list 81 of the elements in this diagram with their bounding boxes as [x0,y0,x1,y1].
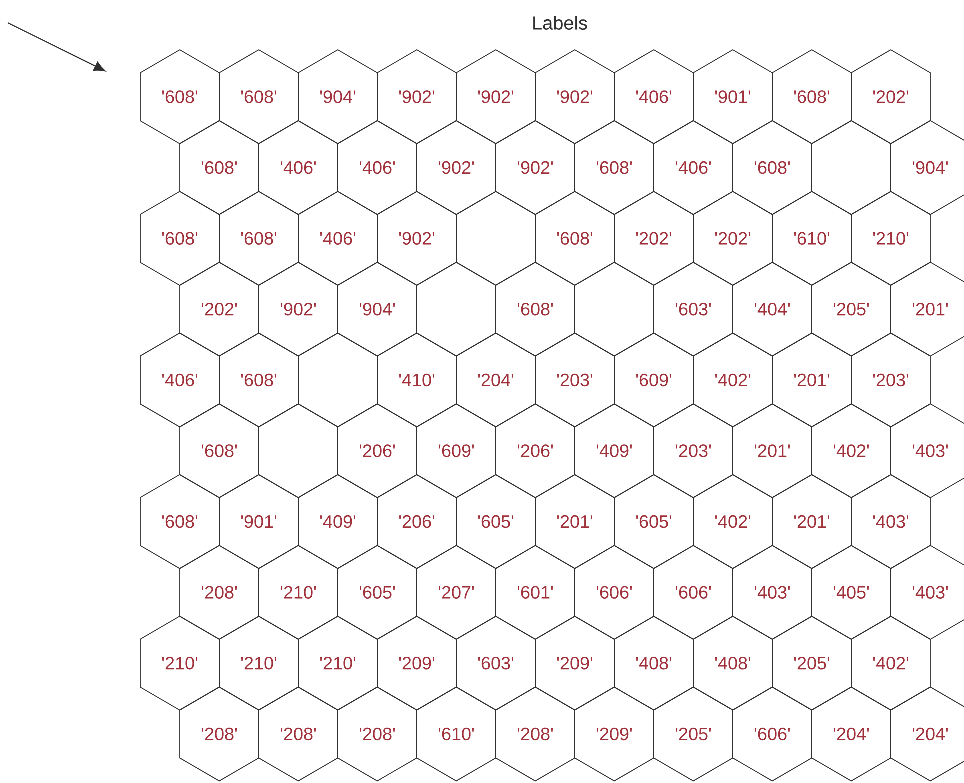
hexagon-cell: '406' [298,191,378,286]
hexagon-cell: '210' [298,616,378,711]
empty-hexagon-cell [812,120,892,216]
hexagon-cell: '204' [456,332,536,428]
hexagon-cell: '409' [298,474,378,570]
hexagon-cell: '406' [140,332,220,428]
hexagon-cell: '403' [851,474,931,570]
hexagon-cell: '902' [416,120,496,216]
hexagon-cell: '608' [140,191,220,286]
hexagon-cell: '902' [258,262,338,357]
hexagon-cell: '403' [890,545,964,640]
hexagon-cell: '403' [732,545,812,640]
hexagon-cell: '901' [219,474,299,570]
hexagon-cell: '406' [654,120,734,216]
hexagon-cell: '207' [416,545,496,640]
hexagon-cell: '904' [890,120,964,216]
empty-hexagon-cell [456,191,536,286]
hexagon-cell: '610' [416,686,496,782]
hexagon-cell: '402' [693,474,773,570]
hexagon-cell: '206' [377,474,457,570]
hexagon-cell: '205' [772,616,852,711]
hexagon-cell: '201' [890,262,964,357]
hexagon-cell: '201' [772,474,852,570]
hexagon-cell: '608' [496,262,576,357]
empty-hexagon-cell [298,332,378,428]
hexagon-cell: '904' [338,262,418,357]
hexagon-cell: '204' [890,686,964,782]
hexagon-cell: '404' [732,262,812,357]
hexagon-cell: '606' [574,545,654,640]
hexagon-cell: '208' [258,686,338,782]
hexagon-cell: '203' [851,332,931,428]
hexagon-cell: '608' [732,120,812,216]
hexagon-cell: '208' [180,686,260,782]
hexagon-cell: '605' [456,474,536,570]
hexagon-cell: '205' [654,686,734,782]
hexagon-cell: '408' [614,616,694,711]
hexagon-cell: '210' [140,616,220,711]
hexagon-cell: '608' [535,191,615,286]
hexagon-cell: '204' [812,686,892,782]
hexagon-cell: '406' [338,120,418,216]
hexagon-cell: '608' [180,120,260,216]
hexagon-cell: '606' [654,545,734,640]
hexagon-cell: '610' [772,191,852,286]
hexagon-cell: '210' [219,616,299,711]
hexagon-cell: '406' [258,120,338,216]
hexagon-cell: '605' [338,545,418,640]
hexagon-cell: '202' [693,191,773,286]
hexagon-cell: '606' [732,686,812,782]
hexagon-cell: '202' [180,262,260,357]
hexagon-cell: '603' [456,616,536,711]
hexagon-cell: '209' [574,686,654,782]
hexagon-cell: '208' [338,686,418,782]
hexagon-cell: '405' [812,545,892,640]
hexagon-cell: '608' [219,332,299,428]
hexagon-cell: '201' [535,474,615,570]
hexagon-cell: '203' [535,332,615,428]
hexagon-cell: '902' [377,191,457,286]
hexagon-cell: '605' [614,474,694,570]
hexagon-cell: '202' [614,191,694,286]
hexagon-cell: '608' [219,191,299,286]
hexagon-cell: '205' [812,262,892,357]
hexagon-cell: '208' [496,686,576,782]
empty-hexagon-cell [416,262,496,357]
hexagon-cell: '603' [654,262,734,357]
hexagon-cell: '601' [496,545,576,640]
hexagon-cell: '210' [851,191,931,286]
hexagon-cell: '208' [180,545,260,640]
hexagon-cell: '608' [574,120,654,216]
hexagon-cell: '209' [535,616,615,711]
title: Labels [534,16,588,30]
hexagon-cell: '902' [496,120,576,216]
hexagon-cell: '408' [693,616,773,711]
hexagon-cell: '410' [377,332,457,428]
hexagon-cell: '210' [258,545,338,640]
empty-hexagon-cell [574,262,654,357]
hexagon-cell: '209' [377,616,457,711]
hexagon-cell: '608' [140,474,220,570]
hexagon-cell: '402' [851,616,931,711]
hexagon-cell: '402' [693,332,773,428]
hexagon-cell: '609' [614,332,694,428]
hexagon-cell: '201' [772,332,852,428]
